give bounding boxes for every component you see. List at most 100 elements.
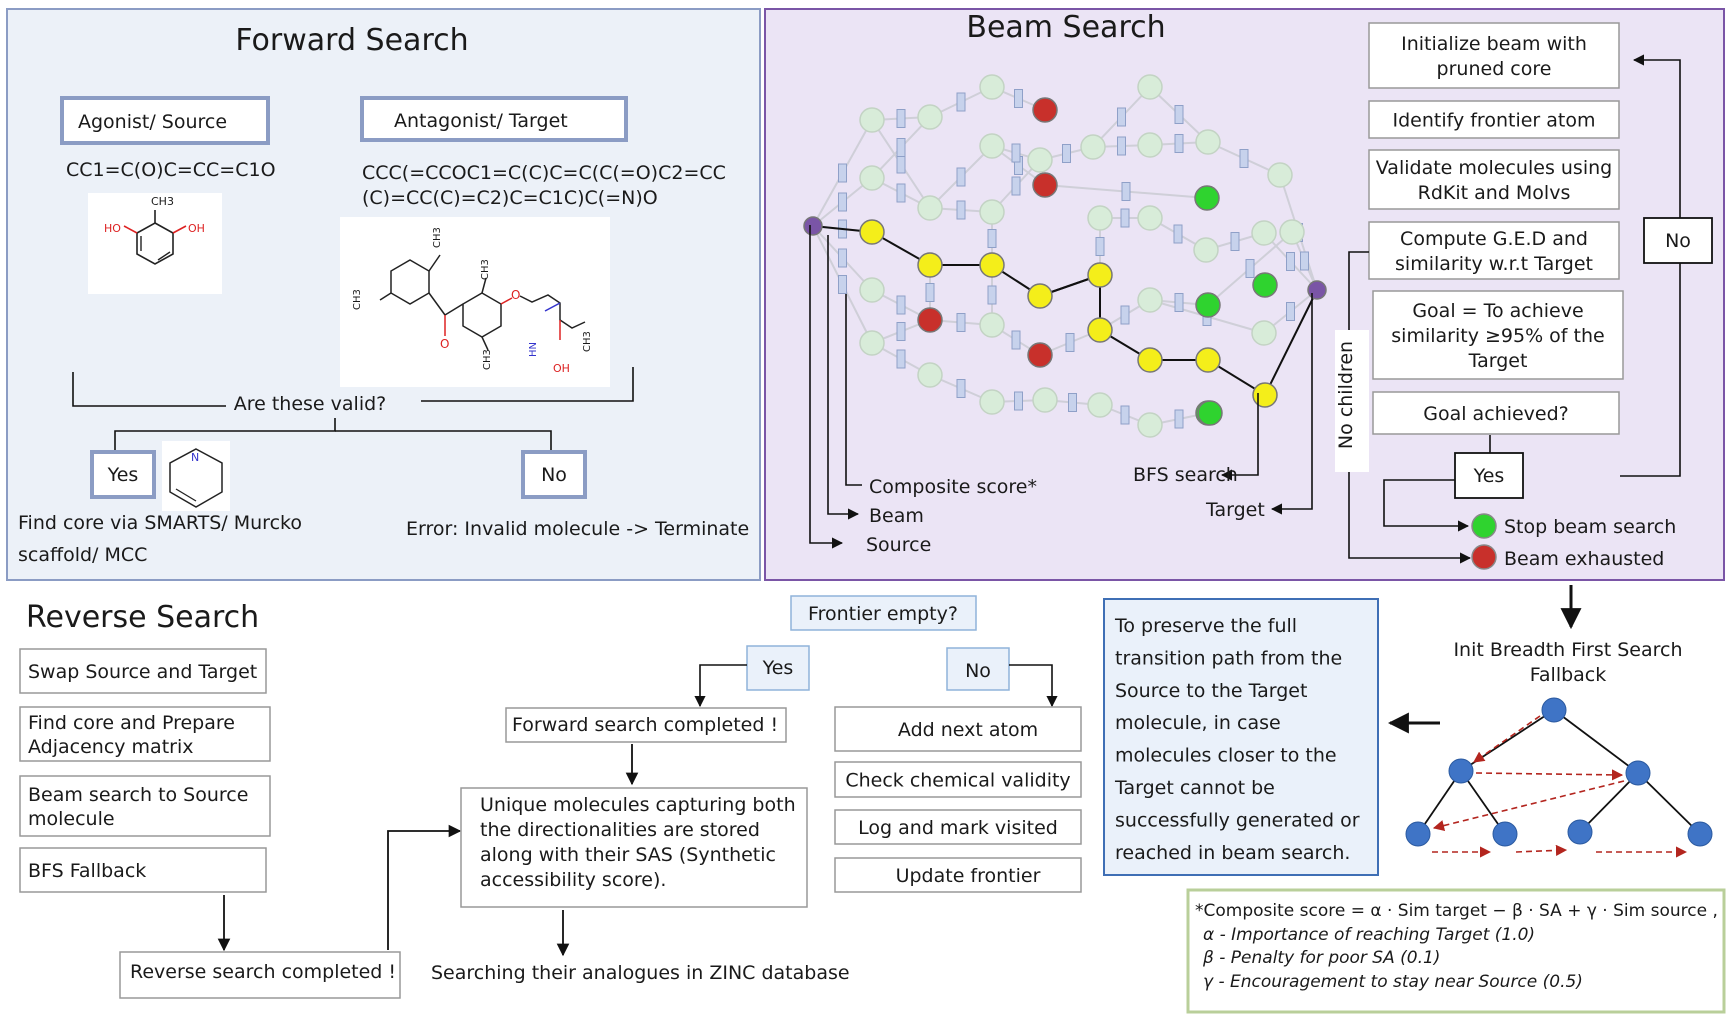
unique-molecules-line-3: along with their SAS (Synthetic — [480, 844, 776, 866]
beam-node-pale — [1087, 205, 1113, 231]
beam-node-pale — [1080, 134, 1106, 160]
yes-action-line1: Find core via SMARTS/ Murcko — [18, 512, 302, 534]
formula-line1: *Composite score = α · Sim target − β · … — [1195, 901, 1718, 921]
beam-step-3-line-2: RdKit and Molvs — [1418, 182, 1571, 204]
yes-action-line2: scaffold/ MCC — [18, 544, 147, 566]
bfs-note-line-5: molecules closer to the — [1115, 745, 1337, 767]
target-molecule-image: CH3 CH3 CH3 CH3 CH3 O O HN OH — [340, 217, 610, 387]
beam-tree — [803, 74, 1327, 438]
reverse-step-box-4 — [19, 847, 267, 893]
src-ch3: CH3 — [151, 195, 174, 208]
beam-step-1-line-1: Initialize beam with — [1401, 33, 1587, 55]
loop-step-1: Add next atom — [898, 719, 1038, 741]
yes-goal-label: Yes — [1473, 465, 1505, 487]
beam-node-pale — [1137, 412, 1163, 438]
stop-beam-label: Stop beam search — [1504, 516, 1676, 538]
bfs-note-line-7: successfully generated or — [1115, 809, 1360, 831]
beam-step-5-line-3: Target — [1468, 350, 1528, 372]
forward-completed-box — [505, 707, 787, 743]
unique-molecules-box — [460, 787, 808, 908]
beam-step-2-line-1: Identify frontier atom — [1392, 110, 1595, 132]
beam-node-yellow — [859, 219, 885, 245]
bfs-node — [1625, 760, 1651, 786]
target-label: Antagonist/ Target — [394, 110, 568, 132]
bfs-node — [1405, 821, 1431, 847]
beam-node-yellow — [1252, 382, 1278, 408]
beam-node-red — [1027, 342, 1053, 368]
beam-node-yellow — [1137, 347, 1163, 373]
beam-node-pale — [1137, 205, 1163, 231]
pyridine-n: N — [191, 451, 199, 464]
beam-step-box-3 — [1368, 149, 1620, 210]
formula-box: *Composite score = α · Sim target − β · … — [1186, 888, 1726, 1014]
beam-node-pale — [979, 133, 1005, 159]
beam-node-pale — [1251, 320, 1277, 346]
tgt-ch3-e: CH3 — [582, 331, 593, 352]
beam-node-yellow — [979, 252, 1005, 278]
beam-node-yellow — [1027, 283, 1053, 309]
beam-node-pale — [917, 104, 943, 130]
frontier-question-box — [790, 595, 977, 631]
formula-line2: α - Importance of reaching Target (1.0) — [1203, 925, 1535, 945]
beam-node-pale — [1195, 129, 1221, 155]
beam-search-panel: Beam Search Composite score* Beam Source… — [764, 8, 1725, 581]
frontier-section: Frontier empty? Yes No Forward search co… — [431, 595, 1082, 984]
beam-node-pale — [1267, 162, 1293, 188]
beam-node-pale — [859, 330, 885, 356]
beam-node-pale — [979, 389, 1005, 415]
bfs-note-line-4: molecule, in case — [1115, 712, 1281, 734]
beam-node-pale — [1027, 147, 1053, 173]
tgt-oh: OH — [553, 362, 570, 375]
reverse-step-box-2 — [19, 706, 271, 762]
tgt-ch3-b: CH3 — [352, 289, 363, 310]
zinc-label: Searching their analogues in ZINC databa… — [431, 962, 850, 984]
forward-search-panel: Forward Search Agonist/ Source Antagonis… — [6, 8, 761, 581]
beam-node-purple — [803, 216, 823, 236]
reverse-step-2-line-2: Adjacency matrix — [28, 736, 194, 758]
loop-step-box-2 — [834, 761, 1082, 798]
src-oh-right: OH — [188, 222, 205, 235]
loop-step-2: Check chemical validity — [845, 770, 1070, 792]
no-loop-box — [1643, 217, 1713, 264]
loop-step-3: Log and mark visited — [858, 817, 1058, 839]
beam-node-pale — [859, 165, 885, 191]
no-box — [521, 450, 587, 499]
bfs-node — [1567, 819, 1593, 845]
beam-step-box-1 — [1368, 22, 1620, 89]
beam-step-box-5 — [1372, 290, 1624, 380]
beam-step-5-line-2: similarity ≥95% of the — [1391, 325, 1604, 347]
beam-step-6-line-1: Goal achieved? — [1423, 403, 1569, 425]
beam-step-1-line-2: pruned core — [1437, 58, 1552, 80]
no-children-box — [1335, 330, 1369, 472]
reverse-completed-box — [119, 951, 401, 999]
unique-molecules-line-2: the directionalities are stored — [480, 819, 760, 841]
frontier-no-box — [946, 647, 1010, 691]
loop-step-4: Update frontier — [896, 865, 1041, 887]
beam-node-pale — [979, 312, 1005, 338]
beam-node-red — [917, 307, 943, 333]
loop-step-box-3 — [834, 809, 1082, 845]
beam-step-box-4 — [1368, 221, 1620, 280]
beam-node-pale — [1032, 387, 1058, 413]
beam-node-yellow — [1195, 347, 1221, 373]
reverse-search-section: Reverse Search Swap Source and TargetFin… — [19, 600, 462, 999]
bfs-note-line-2: transition path from the — [1115, 647, 1342, 669]
frontier-yes-label: Yes — [762, 657, 794, 679]
tgt-ch3-a: CH3 — [432, 227, 443, 248]
beam-exhausted-marker — [1471, 544, 1497, 570]
beam-node-pale — [859, 277, 885, 303]
source-label: Agonist/ Source — [78, 111, 227, 133]
beam-step-4-line-1: Compute G.E.D and — [1400, 228, 1588, 250]
bfs-node — [1687, 821, 1713, 847]
no-children-label: No children — [1335, 341, 1357, 449]
bfs-note-line-8: reached in beam search. — [1115, 842, 1350, 864]
loop-step-box-4 — [834, 857, 1082, 893]
source-label-beam: Source — [866, 534, 931, 556]
no-action: Error: Invalid molecule -> Terminate — [406, 518, 749, 540]
bfs-search-label: BFS search — [1133, 464, 1238, 486]
beam-node-pale — [979, 74, 1005, 100]
tgt-o-keto: O — [440, 337, 449, 351]
beam-node-pale — [979, 199, 1005, 225]
beam-node-green — [1252, 272, 1278, 298]
bfs-node — [1492, 821, 1518, 847]
